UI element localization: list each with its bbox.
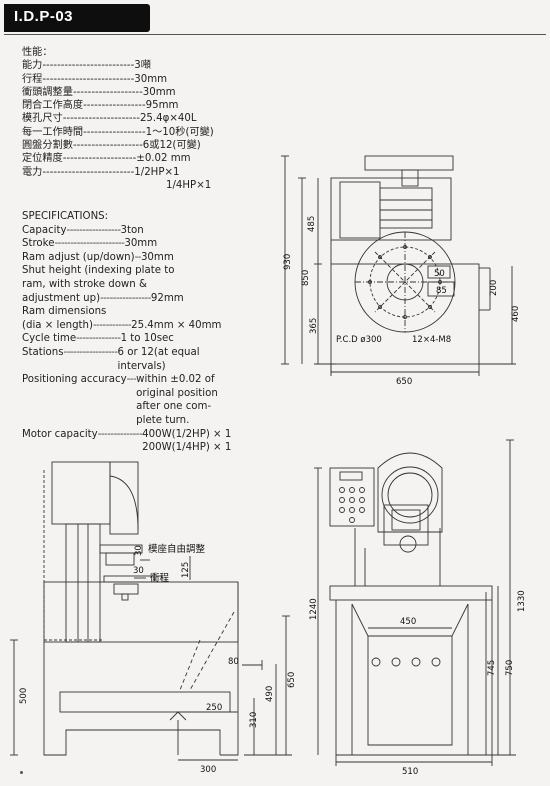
- spec-cn-label: 閉合工作高度: [22, 100, 84, 112]
- spec-cn-value: 30mm: [134, 73, 168, 85]
- dim-930: 930: [283, 254, 293, 270]
- spec-cn-label: 能力: [22, 60, 43, 72]
- spec-cn-value: 1/2HP×1: [134, 166, 180, 178]
- spec-cn-label: 圓盤分割數: [22, 140, 73, 152]
- spec-cn-row: 衝頭調整量-------------------30mm: [22, 86, 214, 99]
- spec-cn-leader: -----------------: [83, 126, 146, 138]
- spec-cn-leader: -------------------------: [42, 60, 135, 72]
- spec-cn-value: 1/4HP×1: [166, 179, 212, 191]
- dim-85: 85: [436, 286, 447, 296]
- spec-ram-dim: (dia × length)------------25.4mm × 40mm: [22, 319, 222, 331]
- dim-510: 510: [402, 767, 418, 777]
- side-view-drawing: [10, 461, 292, 761]
- spec-cn-row: 圓盤分割數-------------------6或12(可變): [22, 139, 214, 152]
- pcd-label: P.C.D ø300: [336, 335, 382, 345]
- specs-english: SPECIFICATIONS: Capacity----------------…: [22, 210, 231, 455]
- page-dot: [20, 771, 23, 774]
- spec-cn-value: 6或12(可變): [142, 140, 201, 152]
- dim-310: 310: [249, 712, 259, 728]
- spec-cn-value: ±0.02 mm: [136, 153, 191, 165]
- top-view-drawing: [281, 155, 516, 376]
- spec-capacity: Capacity-----------------3ton: [22, 224, 144, 236]
- spec-cn-row: 模孔尺寸---------------------25.4φ×40L: [22, 112, 214, 125]
- dim-490: 490: [265, 686, 275, 702]
- dim-650-top: 650: [396, 377, 412, 387]
- specs-cn-title: 性能：: [22, 47, 53, 58]
- spec-shut-height: adjustment up)----------------92mm: [22, 292, 184, 304]
- dim-30-b: 30: [133, 566, 144, 576]
- note-stroke: 衝程: [150, 572, 170, 584]
- dim-485: 485: [307, 216, 317, 232]
- model-code: I.D.P-03: [14, 8, 74, 25]
- front-view-drawing: [314, 439, 516, 766]
- dim-850: 850: [301, 270, 311, 286]
- spec-cn-row: 每一工作時間-----------------1～10秒(可變): [22, 126, 214, 139]
- dim-1240: 1240: [309, 598, 319, 620]
- note-seat-adjust: 模座自由調整: [148, 543, 206, 555]
- spec-cn-value: 95mm: [145, 100, 179, 112]
- spec-cn-row: 電力-------------------------1/2HP×1: [22, 166, 214, 179]
- spec-cn-leader: --------------------: [62, 153, 137, 165]
- dim-300: 300: [200, 765, 216, 775]
- dim-450: 450: [400, 617, 416, 627]
- holes-label: 12×4-M8: [412, 335, 451, 345]
- dim-750: 750: [505, 660, 515, 676]
- specs-cn-rows: 能力-------------------------3噸行程---------…: [22, 59, 214, 192]
- spec-cn-label: 行程: [22, 73, 43, 85]
- spec-cn-label: 衝頭調整量: [22, 86, 73, 98]
- dim-80: 80: [228, 657, 239, 667]
- spec-cn-value: 1～10秒(可變): [145, 126, 214, 138]
- spec-cn-label: 模孔尺寸: [22, 113, 63, 125]
- spec-cn-leader: ---------------------: [62, 113, 140, 125]
- spec-ram-dim-line1: Ram dimensions: [22, 306, 107, 318]
- spec-shut-height-line2: ram, with stroke down &: [22, 278, 147, 290]
- spec-shut-height-line1: Shut height (indexing plate to: [22, 265, 175, 277]
- model-code-banner: I.D.P-03: [4, 4, 150, 32]
- dim-365: 365: [309, 318, 319, 334]
- dim-745: 745: [487, 660, 497, 676]
- spec-cn-label: 電力: [22, 166, 43, 178]
- dim-250: 250: [206, 703, 222, 713]
- spec-stroke: Stroke----------------------30mm: [22, 238, 158, 250]
- spec-cn-label: 每一工作時間: [22, 126, 84, 138]
- spec-ram-adjust: Ram adjust (up/down)--30mm: [22, 251, 174, 263]
- spec-stations: Stations-----------------6 or 12(at equa…: [22, 346, 200, 372]
- spec-cn-leader: -------------------------: [42, 166, 135, 178]
- header-rule: [4, 34, 546, 35]
- specs-chinese: 性能： 能力-------------------------3噸行程-----…: [22, 46, 214, 192]
- dim-200: 200: [489, 280, 499, 296]
- spec-cn-row: 定位精度--------------------±0.02 mm: [22, 152, 214, 165]
- spec-cn-row: 能力-------------------------3噸: [22, 59, 214, 72]
- spec-cn-leader: -----------------: [83, 100, 146, 112]
- spec-motor: Motor capacity--------------400W(1/2HP) …: [22, 428, 232, 454]
- dim-1330: 1330: [517, 590, 527, 612]
- dim-50: 50: [434, 269, 445, 279]
- spec-cn-leader: -------------------: [72, 140, 143, 152]
- dim-125: 125: [181, 562, 191, 578]
- dim-30-a: 30: [134, 545, 144, 556]
- spec-cn-value: 25.4φ×40L: [139, 113, 197, 125]
- spec-cn-leader: -------------------: [72, 86, 143, 98]
- spec-cn-leader: -------------------------: [42, 73, 135, 85]
- spec-cycle-time: Cycle time--------------1 to 10sec: [22, 333, 174, 345]
- spec-cn-row: 行程-------------------------30mm: [22, 73, 214, 86]
- specs-en-title: SPECIFICATIONS:: [22, 211, 109, 222]
- dim-650-side: 650: [287, 672, 297, 688]
- dim-460: 460: [511, 306, 521, 322]
- spec-cn-value: 3噸: [134, 60, 151, 72]
- spec-cn-row: 閉合工作高度-----------------95mm: [22, 99, 214, 112]
- spec-cn-row: 1/4HP×1: [22, 179, 214, 192]
- spec-cn-label: 定位精度: [22, 153, 63, 165]
- spec-cn-value: 30mm: [142, 86, 176, 98]
- dim-500: 500: [19, 688, 29, 704]
